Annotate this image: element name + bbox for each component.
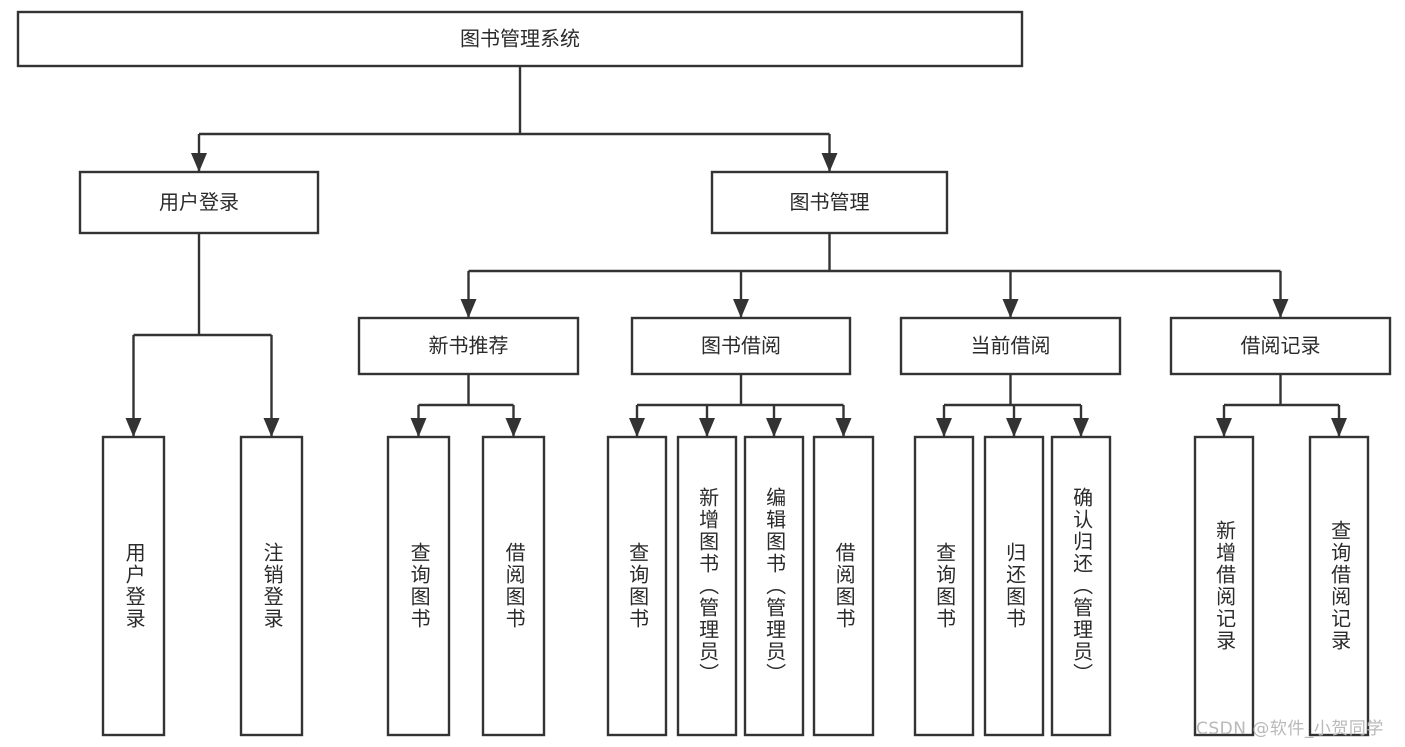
arrow-head-icon: [766, 418, 782, 437]
node-box-leaf-query-book-rec[interactable]: [386, 435, 451, 737]
arrow-head-icon: [699, 418, 715, 437]
arrow-head-icon: [1331, 418, 1347, 437]
arrow-head-icon: [460, 299, 477, 318]
node-box-book-manage[interactable]: [710, 170, 949, 235]
edges-layer: [125, 66, 1347, 437]
node-box-leaf-query-book-borrow[interactable]: [606, 435, 668, 737]
node-label-root: 图书管理系统: [460, 27, 580, 51]
node-box-leaf-add-borrow-record[interactable]: [1193, 435, 1255, 737]
node-label-book-borrow: 图书借阅: [701, 334, 781, 358]
node-label-borrow-record: 借阅记录: [1241, 334, 1321, 358]
nodes-layer: [16, 10, 1392, 737]
arrow-head-icon: [936, 418, 952, 437]
node-box-user-login[interactable]: [78, 170, 320, 235]
node-box-leaf-user-login[interactable]: [101, 435, 166, 737]
node-box-leaf-edit-book-admin[interactable]: [743, 435, 805, 737]
arrow-head-icon: [263, 418, 280, 437]
arrow-head-icon: [125, 418, 142, 437]
arrow-head-icon: [1216, 418, 1232, 437]
node-box-book-borrow[interactable]: [630, 316, 852, 376]
arrow-head-icon: [1006, 418, 1022, 437]
node-box-current-borrow[interactable]: [899, 316, 1122, 376]
node-label-user-login: 用户登录: [159, 190, 239, 214]
arrow-head-icon: [191, 153, 207, 172]
csdn-watermark: CSDN @软件_小贺同学: [1196, 719, 1384, 739]
node-box-leaf-borrow-book[interactable]: [812, 435, 875, 737]
node-box-leaf-add-book-admin[interactable]: [676, 435, 738, 737]
node-box-leaf-query-book-current[interactable]: [913, 435, 975, 737]
arrow-head-icon: [629, 418, 645, 437]
node-label-current-borrow: 当前借阅: [971, 334, 1051, 358]
arrow-head-icon: [835, 418, 852, 437]
node-box-leaf-return-book[interactable]: [983, 435, 1045, 737]
node-label-new-book-rec: 新书推荐: [429, 334, 509, 358]
arrow-head-icon: [1073, 418, 1089, 437]
arrow-head-icon: [505, 418, 522, 437]
arrow-head-icon: [733, 299, 749, 318]
arrow-head-icon: [410, 418, 427, 437]
node-box-new-book-rec[interactable]: [357, 316, 580, 376]
node-label-book-manage: 图书管理: [790, 190, 870, 214]
node-box-root[interactable]: [16, 10, 1024, 68]
node-box-leaf-confirm-return-admin[interactable]: [1050, 435, 1112, 737]
node-box-leaf-query-borrow-record[interactable]: [1308, 435, 1370, 737]
node-box-leaf-borrow-book-rec[interactable]: [481, 435, 546, 737]
node-box-leaf-logout[interactable]: [239, 435, 304, 737]
arrow-head-icon: [1272, 299, 1289, 318]
arrow-head-icon: [821, 153, 838, 172]
node-box-borrow-record[interactable]: [1169, 316, 1392, 376]
arrow-head-icon: [1002, 299, 1019, 318]
